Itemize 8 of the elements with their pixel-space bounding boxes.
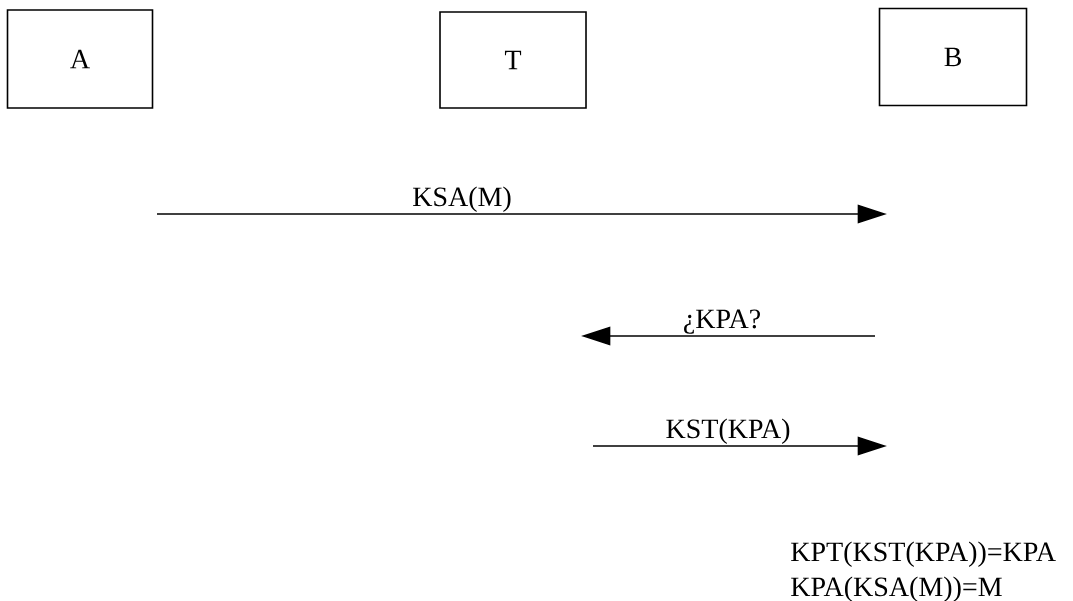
participant-box: B bbox=[878, 7, 1028, 107]
message-label: KSA(M) bbox=[413, 186, 511, 212]
equation-text: KPT(KST(KPA))=KPA bbox=[791, 541, 1056, 567]
message-label: ¿KPA? bbox=[684, 309, 760, 334]
participant-box: A bbox=[6, 9, 154, 109]
participant-box: T bbox=[439, 11, 587, 109]
equation-text: KPA(KSA(M))=M bbox=[791, 576, 1002, 601]
message-label: KST(KPA) bbox=[666, 418, 790, 444]
